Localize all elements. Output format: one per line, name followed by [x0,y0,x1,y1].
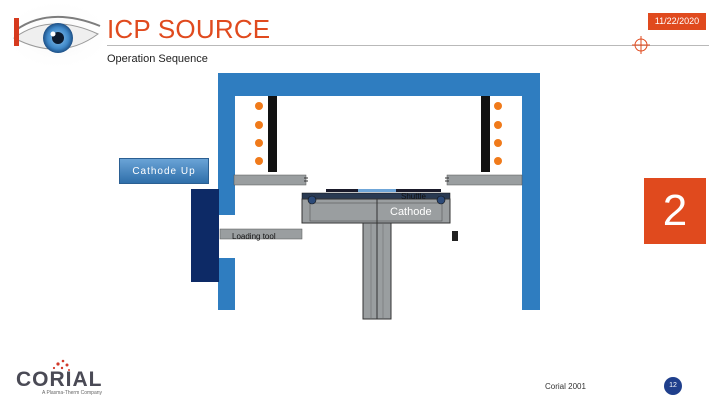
shuttle-wheel-right [437,196,445,204]
wafer-highlight [358,189,396,192]
coil-post-left [268,96,277,172]
shuttle-wheel-left [308,196,316,204]
corial-logo: CORIAL A Plasma-Therm Company [14,356,124,396]
shuttle-label: Shuttle [401,192,426,201]
coil-post-right [481,96,490,172]
page-number: 12 [664,377,682,395]
shelf-left [234,175,306,185]
coil-dots-left [255,102,263,165]
shuttle-plate [302,193,450,199]
step-number-box: 2 [644,178,706,244]
coil-dots-right [494,102,502,165]
logo-wordmark: CORIAL [16,368,103,391]
load-lock-door [191,189,219,282]
cathode-label: Cathode [390,206,432,218]
chamber-right-wall [522,73,540,310]
logo-tagline: A Plasma-Therm Company [42,390,103,396]
footer-company: Corial 2001 [545,382,586,391]
shelf-right [447,175,522,185]
loading-tool-tip [452,231,458,241]
cathode-up-button[interactable]: Cathode Up [119,158,209,184]
chamber-left-wall-lower [218,258,235,310]
loading-tool-label: Loading tool [232,232,276,241]
chamber-left-wall-upper [218,73,235,215]
chamber-top-wall [218,73,540,96]
